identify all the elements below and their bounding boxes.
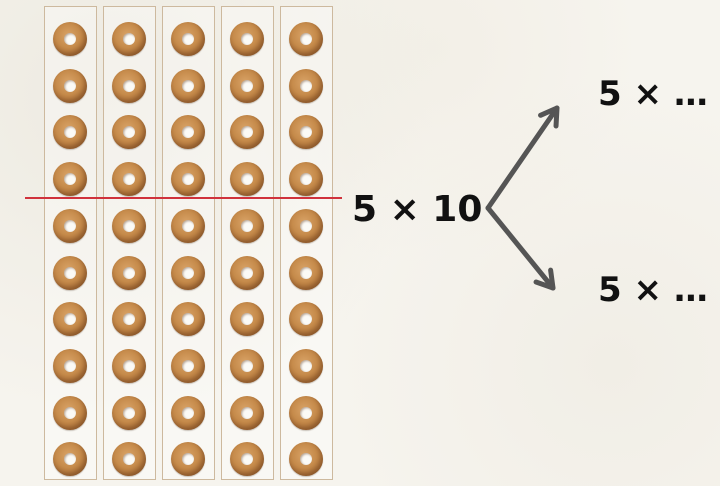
cereal-ring-icon <box>289 115 323 150</box>
cereal-ring-icon <box>289 68 323 103</box>
cereal-ring-icon <box>53 302 87 337</box>
cereal-ring-icon <box>230 68 264 103</box>
top-expression: 5 × … <box>598 74 708 114</box>
cereal-ring-icon <box>112 302 146 337</box>
cereal-ring-icon <box>171 395 205 430</box>
cereal-ring-icon <box>289 162 323 197</box>
cereal-ring-icon <box>230 22 264 56</box>
cereal-ring-icon <box>112 348 146 383</box>
cereal-ring-icon <box>112 395 146 430</box>
cereal-ring-icon <box>171 162 205 197</box>
cereal-ring-icon <box>112 442 146 477</box>
cereal-ring-icon <box>53 68 87 103</box>
cereal-ring-icon <box>230 348 264 383</box>
cereal-ring-icon <box>289 22 323 56</box>
cereal-ring-icon <box>53 395 87 430</box>
cereal-ring-icon <box>230 442 264 477</box>
cereal-ring-icon <box>112 22 146 56</box>
cereal-ring-icon <box>171 68 205 103</box>
cereal-ring-icon <box>112 255 146 290</box>
cereal-ring-icon <box>171 115 205 150</box>
cereal-ring-icon <box>53 208 87 243</box>
main-expression: 5 × 10 <box>352 189 483 230</box>
cereal-ring-icon <box>171 348 205 383</box>
cereal-ring-icon <box>289 255 323 290</box>
cereal-ring-icon <box>171 302 205 337</box>
arrow-up-icon <box>485 105 560 211</box>
arrow-down-icon <box>485 205 556 291</box>
cereal-ring-icon <box>53 22 87 56</box>
cereal-ring-icon <box>53 115 87 150</box>
cereal-ring-icon <box>112 68 146 103</box>
cereal-ring-icon <box>230 302 264 337</box>
cereal-ring-icon <box>171 442 205 477</box>
cereal-ring-icon <box>53 348 87 383</box>
cereal-ring-icon <box>230 162 264 197</box>
cereal-ring-icon <box>171 22 205 56</box>
cereal-ring-icon <box>230 255 264 290</box>
cereal-ring-icon <box>230 208 264 243</box>
cereal-ring-icon <box>171 208 205 243</box>
cereal-ring-icon <box>230 115 264 150</box>
cereal-ring-icon <box>289 395 323 430</box>
cereal-ring-icon <box>112 208 146 243</box>
cereal-ring-icon <box>171 255 205 290</box>
cereal-ring-icon <box>112 115 146 150</box>
cereal-ring-icon <box>53 442 87 477</box>
cereal-ring-icon <box>53 162 87 197</box>
cereal-ring-icon <box>289 442 323 477</box>
cereal-ring-icon <box>289 208 323 243</box>
cereal-ring-icon <box>289 348 323 383</box>
cereal-ring-icon <box>53 255 87 290</box>
cereal-ring-icon <box>230 395 264 430</box>
cereal-ring-icon <box>112 162 146 197</box>
bottom-expression: 5 × … <box>598 270 708 310</box>
cereal-ring-icon <box>289 302 323 337</box>
split-line <box>25 197 342 199</box>
